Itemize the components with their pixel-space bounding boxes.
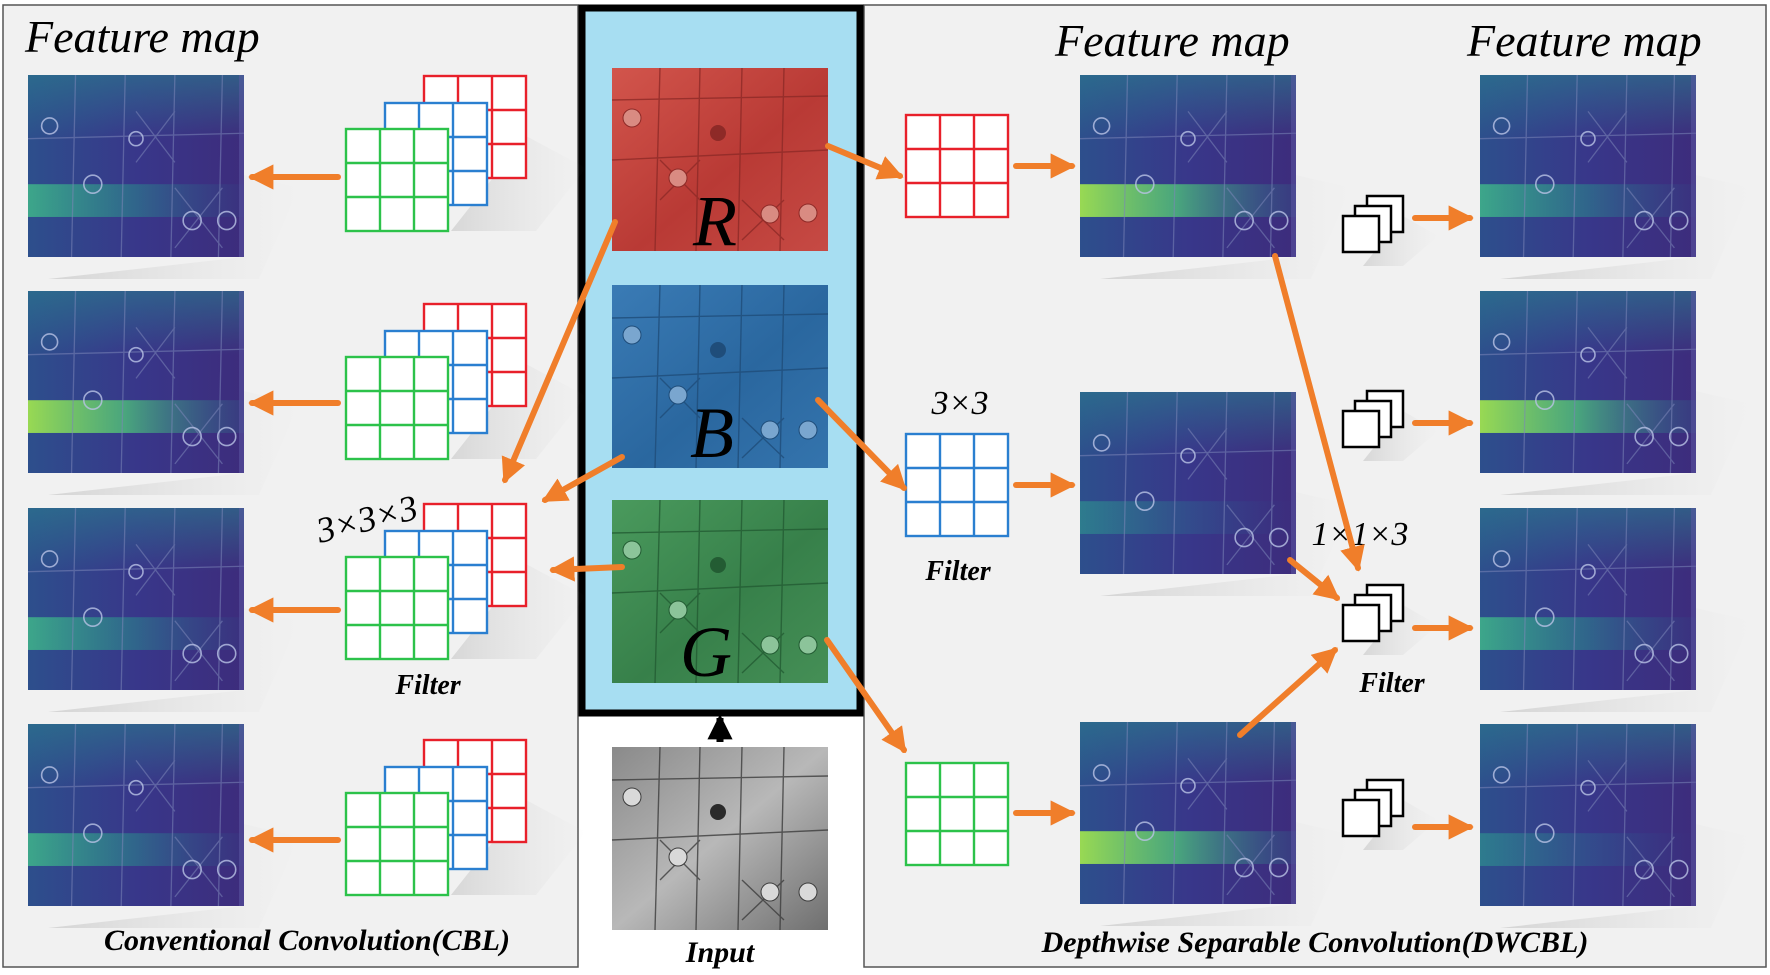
filter-grid-green <box>344 555 450 661</box>
depthwise-feature-map-r <box>1079 74 1351 279</box>
cbl-feature-map-3 <box>27 507 299 712</box>
pointwise-feature-map-2 <box>1479 290 1751 495</box>
cbl-feature-map-1 <box>27 74 299 279</box>
depthwise-filter-blue <box>904 432 1010 538</box>
pointwise-filter-2 <box>1341 389 1438 461</box>
blue-to-cbl-arrow <box>541 454 625 503</box>
blue-channel-label: B <box>690 393 734 473</box>
depthwise-size-label: 3×3 <box>931 385 989 422</box>
pointwise-filter-caption: Filter <box>1358 668 1425 699</box>
cbl-filter-stack-1 <box>344 74 586 233</box>
pointwise-filter-3 <box>1341 583 1438 655</box>
pointwise-feature-map-1 <box>1479 74 1751 279</box>
dwcbl-heading-1: Feature map <box>1054 15 1290 66</box>
pointwise-feature-map-4 <box>1479 723 1751 928</box>
green-channel-image: G <box>611 499 829 692</box>
cbl-filter-caption: Filter <box>394 670 461 701</box>
depthwise-filter-caption: Filter <box>924 556 991 587</box>
cbl-filter-stack-4 <box>344 738 586 897</box>
red-to-cbl-arrow <box>501 219 618 484</box>
depthwise-feature-map-b <box>1079 391 1351 596</box>
fm-g-to-pointwise-arrow <box>1237 647 1338 738</box>
pointwise-filter-4 <box>1341 778 1438 850</box>
filter-grid-green <box>344 355 450 461</box>
cbl-feature-map-4 <box>27 723 299 928</box>
pointwise-filter-1 <box>1341 194 1438 266</box>
depthwise-filter-green <box>904 761 1010 867</box>
depthwise-filter-red <box>904 113 1010 219</box>
green-to-cbl-arrow <box>549 556 625 582</box>
blue-to-depthwise-arrow <box>815 397 907 491</box>
dwcbl-heading-2: Feature map <box>1466 15 1702 66</box>
fm-b-to-pointwise-arrow <box>1287 557 1340 601</box>
input-image <box>611 746 829 931</box>
fm-r-to-pointwise-arrow <box>1272 253 1365 572</box>
filter-grid-green <box>344 127 450 233</box>
red-to-depthwise-arrow <box>825 143 904 180</box>
green-channel-label: G <box>680 612 732 692</box>
cbl-filter-stack-2 <box>344 302 586 461</box>
dwcbl-caption: Depthwise Separable Convolution(DWCBL) <box>1041 926 1589 959</box>
blue-channel-image: B <box>611 284 829 473</box>
red-channel-image: R <box>611 67 829 261</box>
input-caption: Input <box>685 936 756 969</box>
pointwise-size-label: 1×1×3 <box>1312 516 1409 553</box>
cbl-filter-stack-3 <box>344 502 586 661</box>
red-channel-label: R <box>692 181 737 261</box>
green-to-depthwise-arrow <box>824 637 907 754</box>
cbl-heading: Feature map <box>24 11 260 62</box>
depthwise-feature-map-g <box>1079 721 1351 926</box>
cbl-caption: Conventional Convolution(CBL) <box>104 924 510 957</box>
filter-grid-green <box>344 791 450 897</box>
pointwise-feature-map-3 <box>1479 507 1751 712</box>
